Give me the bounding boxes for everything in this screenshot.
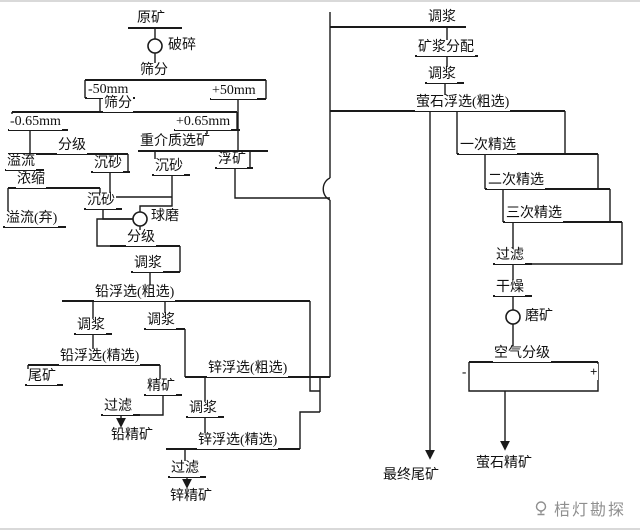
node-filter-2: 过滤: [170, 461, 200, 477]
node-heavy-media: 重介质选矿: [139, 134, 211, 150]
product-pb-concentrate: 铅精矿: [110, 428, 154, 444]
node-zn-cleaner: 锌浮选(精选): [197, 433, 279, 449]
node-pulp-distribution: 矿浆分配: [417, 40, 475, 56]
stream-undersize-065mm: -0.65mm: [9, 114, 62, 130]
stream-concentrate: 精矿: [146, 379, 176, 395]
node-classification-2: 分级: [126, 230, 156, 246]
node-pb-cleaner: 铅浮选(精选): [59, 349, 141, 365]
node-thickening: 浓缩: [16, 172, 46, 188]
air-classifier-plus: +: [589, 364, 599, 380]
ball-mill-symbol: [132, 211, 148, 227]
node-conditioning-1: 调浆: [133, 256, 163, 272]
stream-overflow-discard: 溢流(弃): [5, 211, 59, 227]
node-ball-mill: 球磨: [150, 209, 180, 225]
stream-undersize-50mm: -50mm: [87, 82, 130, 98]
node-cleaner-3: 三次精选: [505, 206, 563, 222]
node-air-classification: 空气分级: [493, 346, 551, 362]
product-final-tailings: 最终尾矿: [382, 468, 440, 484]
stream-sand-3: 沉砂: [86, 193, 116, 209]
stream-sand-1: 沉砂: [93, 156, 123, 172]
node-screening-1: 筛分: [139, 63, 169, 79]
node-conditioning-5: 调浆: [427, 10, 457, 26]
node-conditioning-2: 调浆: [76, 318, 106, 334]
process-bars: [3, 26, 622, 478]
node-pb-rougher: 铅浮选(粗选): [94, 285, 176, 301]
node-filter-3: 过滤: [495, 248, 525, 264]
node-filter-1: 过滤: [103, 399, 133, 415]
node-grinding: 磨矿: [524, 309, 554, 325]
node-conditioning-6: 调浆: [427, 67, 457, 83]
air-classifier-minus: -: [461, 364, 468, 380]
stream-overflow-1: 溢流: [6, 154, 36, 170]
node-crushing: 破碎: [167, 38, 197, 54]
node-classification-1: 分级: [57, 138, 87, 154]
flow-connectors: [7, 12, 623, 489]
watermark-text: 桔灯勘探: [553, 502, 626, 519]
node-drying: 干燥: [495, 280, 525, 296]
node-fluorite-rougher: 萤石浮选(粗选): [415, 95, 511, 111]
stream-sand-2: 沉砂: [154, 159, 184, 175]
node-cleaner-2: 二次精选: [487, 173, 545, 189]
stream-tailings: 尾矿: [27, 369, 57, 385]
node-screening-2: 筛分: [103, 96, 133, 112]
node-conditioning-4: 调浆: [188, 401, 218, 417]
node-cleaner-1: 一次精选: [459, 138, 517, 154]
stream-oversize-50mm: +50mm: [211, 83, 257, 99]
stream-float-ore: 浮矿: [217, 152, 247, 168]
product-zn-concentrate: 锌精矿: [169, 489, 213, 505]
node-raw-ore: 原矿: [136, 11, 166, 27]
grinder-symbol: [505, 309, 521, 325]
product-fluorite-concentrate: 萤石精矿: [475, 456, 533, 472]
node-conditioning-3: 调浆: [146, 313, 176, 329]
watermark: 桔灯勘探: [533, 496, 626, 520]
stream-oversize-065mm: +0.65mm: [175, 114, 232, 130]
crusher-symbol: [147, 38, 163, 54]
node-zn-rougher: 锌浮选(粗选): [207, 361, 289, 377]
lamp-icon: [535, 501, 547, 516]
